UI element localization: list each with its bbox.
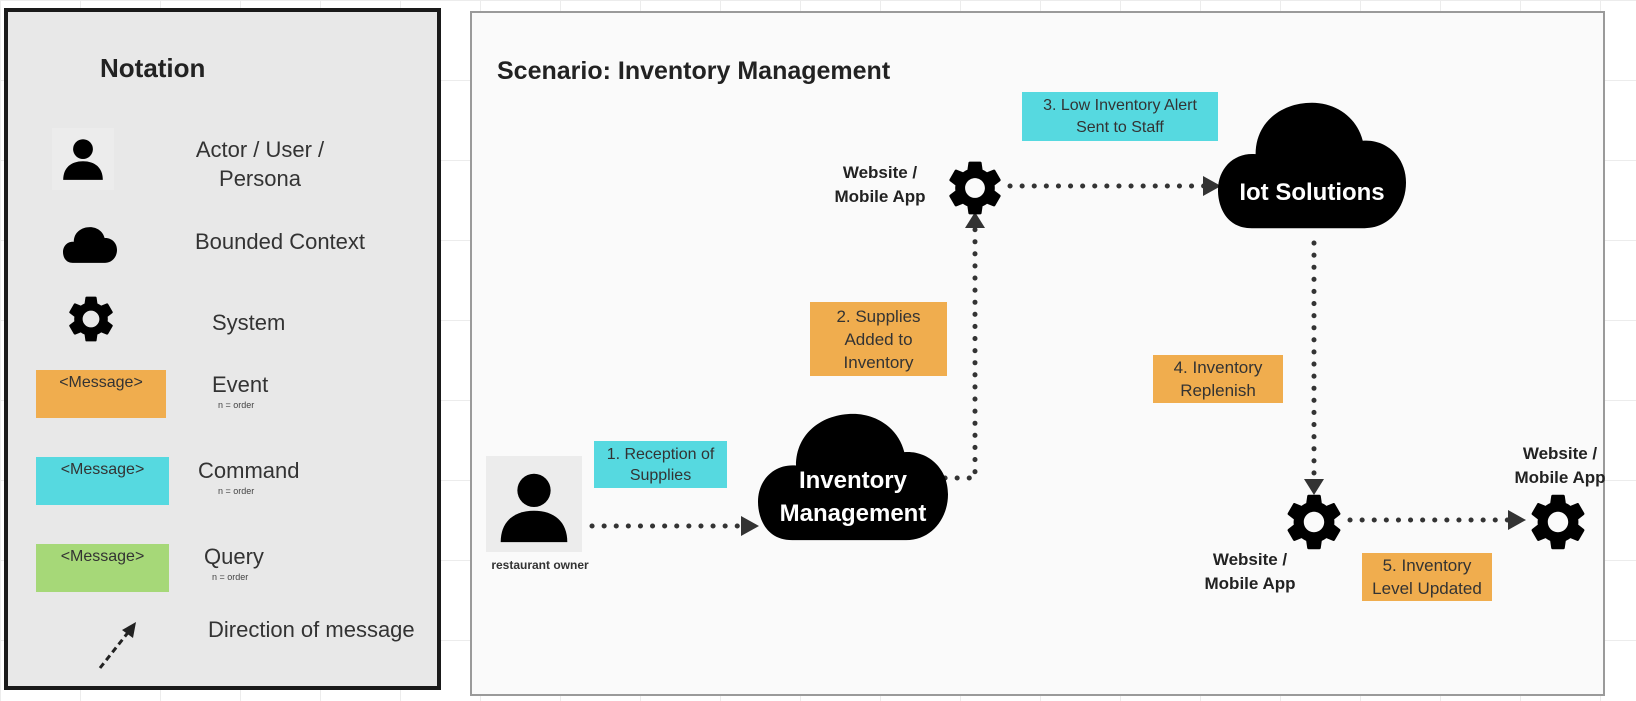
- notation-event-sticky: <Message>: [36, 370, 166, 418]
- arrowhead-to-iot: [1203, 176, 1221, 196]
- notation-query-label: Query: [204, 544, 264, 569]
- notation-command-order-note: n = order: [218, 486, 255, 496]
- iot-solutions-cloud-label: Iot Solutions: [1239, 179, 1385, 206]
- scenario-actor-label: restaurant owner: [491, 558, 589, 572]
- notation-event-order-note: n = order: [218, 400, 255, 410]
- arrow-icon: [98, 622, 136, 669]
- website-mobile-app-bottom-label: Website / Mobile App: [1204, 550, 1296, 593]
- notation-query-sticky: <Message>: [36, 544, 169, 592]
- website-mobile-app-top-label: Website / Mobile App: [834, 163, 926, 206]
- person-icon: [497, 470, 571, 544]
- notation-command-sticky: <Message>: [36, 457, 169, 505]
- step-5-event-sticky: 5. Inventory Level Updated: [1362, 553, 1492, 601]
- notation-direction-label: Direction of message: [208, 617, 415, 642]
- inventory-management-cloud-label: Inventory Management: [779, 467, 927, 527]
- notation-event-label: Event: [212, 372, 269, 397]
- gear-icon: [1524, 488, 1592, 556]
- scenario-actor-box: [486, 456, 582, 552]
- connector-inventory-to-website-top: [942, 222, 978, 481]
- notation-title: Notation: [100, 53, 206, 83]
- gear-icon: [942, 155, 1008, 221]
- step-3-command-sticky: 3. Low Inventory Alert Sent to Staff: [1022, 92, 1218, 141]
- step-2-event-sticky: 2. Supplies Added to Inventory: [810, 302, 947, 376]
- step-4-event-sticky: 4. Inventory Replenish: [1153, 355, 1283, 403]
- scenario-title: Scenario: Inventory Management: [497, 57, 891, 85]
- notation-command-label: Command: [198, 458, 300, 483]
- step-1-command-sticky: 1. Reception of Supplies: [594, 441, 727, 488]
- notation-bounded-context-label: Bounded Context: [195, 229, 366, 254]
- arrowhead-to-website-right: [1508, 510, 1526, 530]
- arrowhead-to-website-top: [965, 212, 985, 228]
- gear-icon: [1280, 488, 1348, 556]
- arrowhead-to-website-bottom: [1304, 479, 1324, 495]
- website-mobile-app-right-label: Website / Mobile App: [1514, 444, 1606, 487]
- notation-system-label: System: [212, 310, 286, 335]
- notation-actor-label: Actor / User / Persona: [195, 137, 325, 191]
- notation-query-order-note: n = order: [212, 572, 249, 582]
- arrowhead-actor-to-inventory: [741, 516, 759, 536]
- notation-actor-icon-box: [52, 128, 114, 190]
